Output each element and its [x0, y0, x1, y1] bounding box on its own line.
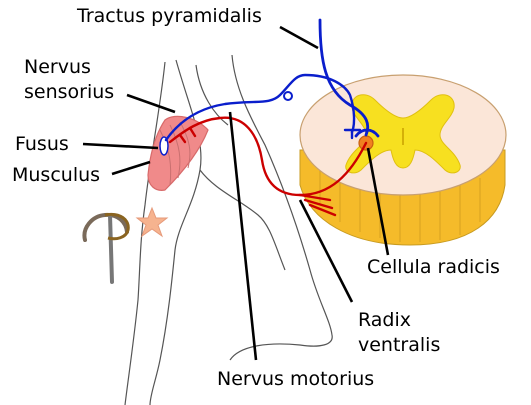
label-cellula-radicis: Cellula radicis: [367, 256, 500, 278]
ganglion-dot: [283, 91, 293, 101]
hammer-shape: [104, 212, 130, 241]
sensory-nerve: [164, 73, 362, 142]
leader-lines: [82, 25, 390, 361]
label-radix-line2: ventralis: [358, 334, 440, 356]
motor-nerve: [168, 116, 368, 217]
label-fusus: Fusus: [15, 133, 69, 155]
spinal-cord: [299, 74, 507, 246]
muscle-fibers: [159, 121, 191, 186]
pyramidal-tract: [318, 18, 380, 138]
label-nervus-sensorius-line2: sensorius: [24, 81, 114, 103]
label-musculus: Musculus: [12, 164, 100, 186]
spindle-shape: [159, 136, 169, 156]
label-nervus-sensorius-line1: Nervus: [24, 56, 91, 78]
label-tractus-pyramidalis: Tractus pyramidalis: [76, 5, 262, 27]
toe-shape: [108, 213, 114, 284]
label-nervus-motorius: Nervus motorius: [217, 368, 374, 390]
tap-star-icon: [135, 206, 169, 238]
label-radix-line1: Radix: [358, 309, 411, 331]
